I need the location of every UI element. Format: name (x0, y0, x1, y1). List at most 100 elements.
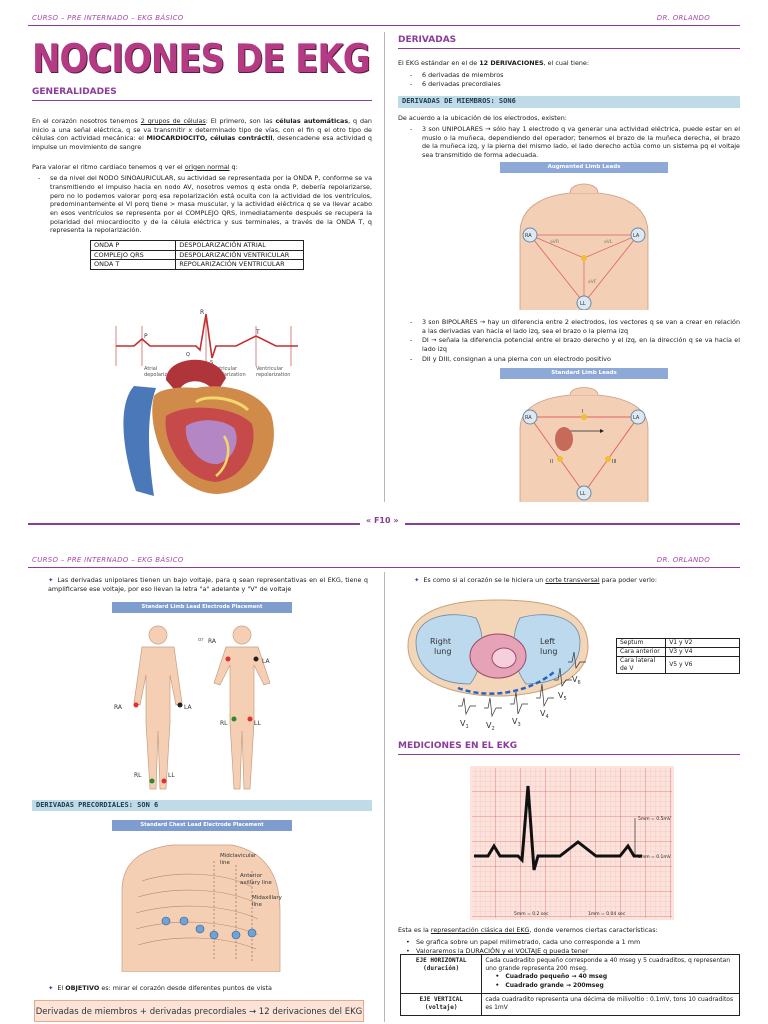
svg-text:RL: RL (134, 772, 142, 779)
list-item: 6 derivadas de miembros (410, 71, 740, 80)
body-svg: RA LA RL LL RA LA RL LL or (114, 625, 270, 790)
unipolar-text: ✦Las derivadas unipolares tienen un bajo… (48, 576, 368, 593)
svg-text:5mm = 0.2 sec: 5mm = 0.2 sec (514, 911, 549, 917)
standard-svg: RA LA LL I II III (519, 387, 649, 502)
list-item: DII y DIII, consignan a una pierna con u… (410, 355, 740, 364)
rhythm-list: se da nivel del NODO SINOAURICULAR, su a… (32, 174, 372, 234)
measurement-detail: cada cuadradito representa una décima de… (481, 993, 740, 1016)
generalidades-section: GENERALIDADES En el corazón nosotros ten… (32, 86, 372, 271)
svg-text:depolarization: depolarization (144, 372, 180, 378)
svg-text:V2: V2 (486, 721, 495, 732)
measurement-table: EJE HORIZONTAL (duración)Cada cuadradito… (399, 953, 740, 1016)
bipolares-section: 3 son BIPOLARES → hay un diferencia entr… (398, 318, 740, 364)
svg-text:line: line (252, 902, 263, 908)
page1-left-column: NOCIONES DE EKG (32, 34, 372, 82)
svg-text:II: II (550, 459, 553, 465)
summary-callout: Derivadas de miembros + derivadas precor… (34, 1000, 364, 1022)
paragraph-rhythm: Para valorar el ritmo cardiaco tenemos q… (32, 162, 238, 171)
svg-text:LA: LA (184, 704, 192, 711)
svg-text:1mm = 0.04 sec: 1mm = 0.04 sec (588, 911, 626, 917)
svg-text:V4: V4 (540, 709, 549, 720)
page2-header: CURSO – PRE INTERNADO – EKG BÁSICO DR. O… (28, 554, 740, 568)
mediciones-heading: MEDICIONES EN EL EKG (398, 740, 740, 756)
measurement-axis: EJE VERTICAL (voltaje) (399, 993, 483, 1016)
chest-lead-placement-figure: Standard Chest Lead Electrode Placement … (112, 820, 292, 973)
figure-title: Standard Limb Lead Electrode Placement (112, 602, 292, 613)
svg-text:Q: Q (186, 352, 190, 358)
unipolar-note: ✦Las derivadas unipolares tienen un bajo… (48, 576, 368, 596)
svg-text:LL: LL (168, 772, 175, 779)
svg-text:RA: RA (208, 638, 217, 645)
figure-title: Standard Limb Leads (500, 368, 668, 379)
header-course-title: CURSO – PRE INTERNADO – EKG BÁSICO (32, 556, 184, 564)
cross-section-svg: Right lung Left lung V1 V2 V3 V4 V5 V6 (407, 599, 589, 732)
corte-text: ✦Es como si al corazón se le hiciera un … (414, 576, 657, 584)
list-item: Cuadrado grande → 200mseg (495, 982, 736, 990)
svg-text:axillary line: axillary line (240, 880, 272, 886)
table-cell: Septum (615, 637, 667, 649)
column-divider (384, 572, 385, 1022)
svg-text:V1: V1 (460, 719, 469, 730)
chest-svg: Midclavicular line Anterior axillary lin… (121, 844, 283, 973)
transverse-section-figure: Right lung Left lung V1 V2 V3 V4 V5 V6 (400, 596, 596, 732)
augmented-svg: RA LA LL aVR aVL aVF (519, 183, 649, 311)
svg-text:LA: LA (633, 415, 640, 421)
list-item: 3 son BIPOLARES → hay un diferencia entr… (410, 318, 740, 335)
header-author: DR. ORLANDO (656, 14, 710, 22)
svg-text:Ventricular: Ventricular (256, 366, 284, 372)
miembros-band: DERIVADAS DE MIEMBROS: SON6 (398, 96, 740, 108)
svg-text:lung: lung (540, 647, 557, 656)
svg-text:Ventricular: Ventricular (210, 366, 238, 372)
svg-text:LA: LA (262, 658, 270, 665)
svg-text:line: line (220, 860, 231, 866)
ekg-feature-list: Se grafica sobre un papel milimetrado, c… (398, 938, 740, 956)
list-item: DI → señala la diferencia potencial entr… (410, 336, 740, 353)
svg-text:repolarization: repolarization (256, 372, 290, 378)
svg-text:III: III (612, 459, 616, 465)
svg-text:1mm = 0.1mV: 1mm = 0.1mV (638, 854, 672, 860)
svg-text:LL: LL (254, 720, 261, 727)
generalidades-heading: GENERALIDADES (32, 86, 372, 102)
unipolares-list: 3 son UNIPOLARES → sólo hay 1 electrodo … (398, 125, 740, 160)
svg-text:RA: RA (114, 704, 123, 711)
header-course-title: CURSO – PRE INTERNADO – EKG BÁSICO (32, 14, 184, 22)
figure-title: Standard Chest Lead Electrode Placement (112, 820, 292, 831)
svg-text:Midclavicular: Midclavicular (220, 853, 257, 859)
svg-text:Midaxillary: Midaxillary (252, 895, 283, 901)
svg-text:Right: Right (430, 637, 451, 646)
list-item: se da nivel del NODO SINOAURICULAR, su a… (38, 174, 372, 234)
table-cell: Cara lateral de V (615, 656, 667, 675)
miembros-intro: De acuerdo a la ubicación de los electro… (398, 113, 567, 122)
list-item: 3 son UNIPOLARES → sólo hay 1 electrodo … (410, 125, 740, 160)
svg-text:S: S (210, 360, 213, 366)
svg-text:V6: V6 (572, 675, 581, 686)
page-number-label: « F10 » (360, 516, 405, 527)
paragraph-cell-groups: En el corazón nosotros tenemos 2 grupos … (32, 117, 372, 152)
bipolares-list: 3 son BIPOLARES → hay un diferencia entr… (398, 318, 740, 363)
objetivo-note: ✦El OBJETIVO es: mirar el corazón desde … (48, 984, 368, 996)
heart-ekg-svg: P R Q S T Atrial depolarization Ventricu… (115, 309, 298, 496)
measurement-row: EJE HORIZONTAL (duración)Cada cuadradito… (399, 953, 740, 995)
measurement-detail: Cada cuadradito pequeño corresponde a 40… (481, 953, 740, 995)
svg-text:V3: V3 (512, 717, 521, 728)
table-cell: V1 y V2 (665, 637, 740, 649)
ekg-grid-figure: 5mm = 0.5mV 1mm = 0.1mV 5mm = 0.2 sec 1m… (470, 766, 674, 920)
derivadas-intro: El EKG estándar en el de 12 DERIVACIONES… (398, 59, 590, 68)
svg-text:LL: LL (580, 491, 586, 497)
table-cell: V5 y V6 (665, 656, 740, 675)
svg-text:Atrial: Atrial (144, 366, 157, 372)
svg-text:P: P (144, 333, 148, 340)
svg-text:5mm = 0.5mV: 5mm = 0.5mV (638, 816, 672, 822)
table-cell: Cara anterior (615, 647, 667, 658)
table-cell: DESPOLARIZACIÓN ATRIAL (175, 239, 304, 251)
measurement-row: EJE VERTICAL (voltaje)cada cuadradito re… (399, 993, 740, 1016)
svg-text:aVL: aVL (604, 239, 613, 245)
measurement-axis: EJE HORIZONTAL (duración) (399, 953, 483, 995)
